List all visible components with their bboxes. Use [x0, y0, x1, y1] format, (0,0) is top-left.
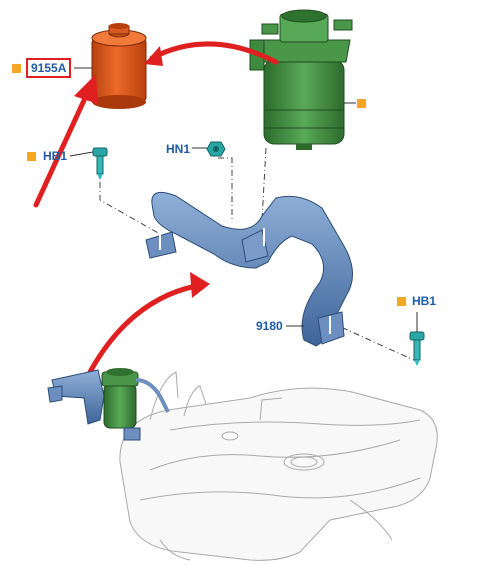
- callout-label-bolt-left: HB1: [43, 149, 68, 163]
- callout-marker-filter: [12, 64, 21, 73]
- highlight-arrow-shaft: [33, 93, 89, 208]
- filter-canister-part: [249, 9, 353, 150]
- callout-label-bolt-right: HB1: [412, 294, 437, 308]
- transfer-arrow-top: [149, 41, 279, 65]
- fuel-filter-part: [91, 23, 147, 109]
- transfer-arrow-middle: [87, 283, 199, 375]
- bracket-part: [145, 191, 353, 347]
- transfer-arrow-middle-head: [190, 272, 210, 298]
- callout-marker-canister: [357, 99, 366, 108]
- callout-marker-bolt-right: [397, 297, 406, 306]
- transfer-arrow-top-head: [144, 46, 163, 66]
- highlight-arrow-head: [74, 74, 98, 104]
- nut-top-part: [206, 141, 226, 157]
- mini-assembly-part: [47, 368, 170, 441]
- fuel-tank-part: [119, 371, 438, 561]
- callout-label-bracket: 9180: [256, 319, 283, 333]
- bolt-left-part: [92, 147, 108, 180]
- callout-marker-bolt-left: [27, 152, 36, 161]
- callout-label-filter: 9155A: [26, 58, 72, 78]
- callout-label-nut-top: HN1: [166, 142, 191, 156]
- assembly-guide-lines: [99, 147, 419, 363]
- bolt-right-part: [409, 331, 425, 366]
